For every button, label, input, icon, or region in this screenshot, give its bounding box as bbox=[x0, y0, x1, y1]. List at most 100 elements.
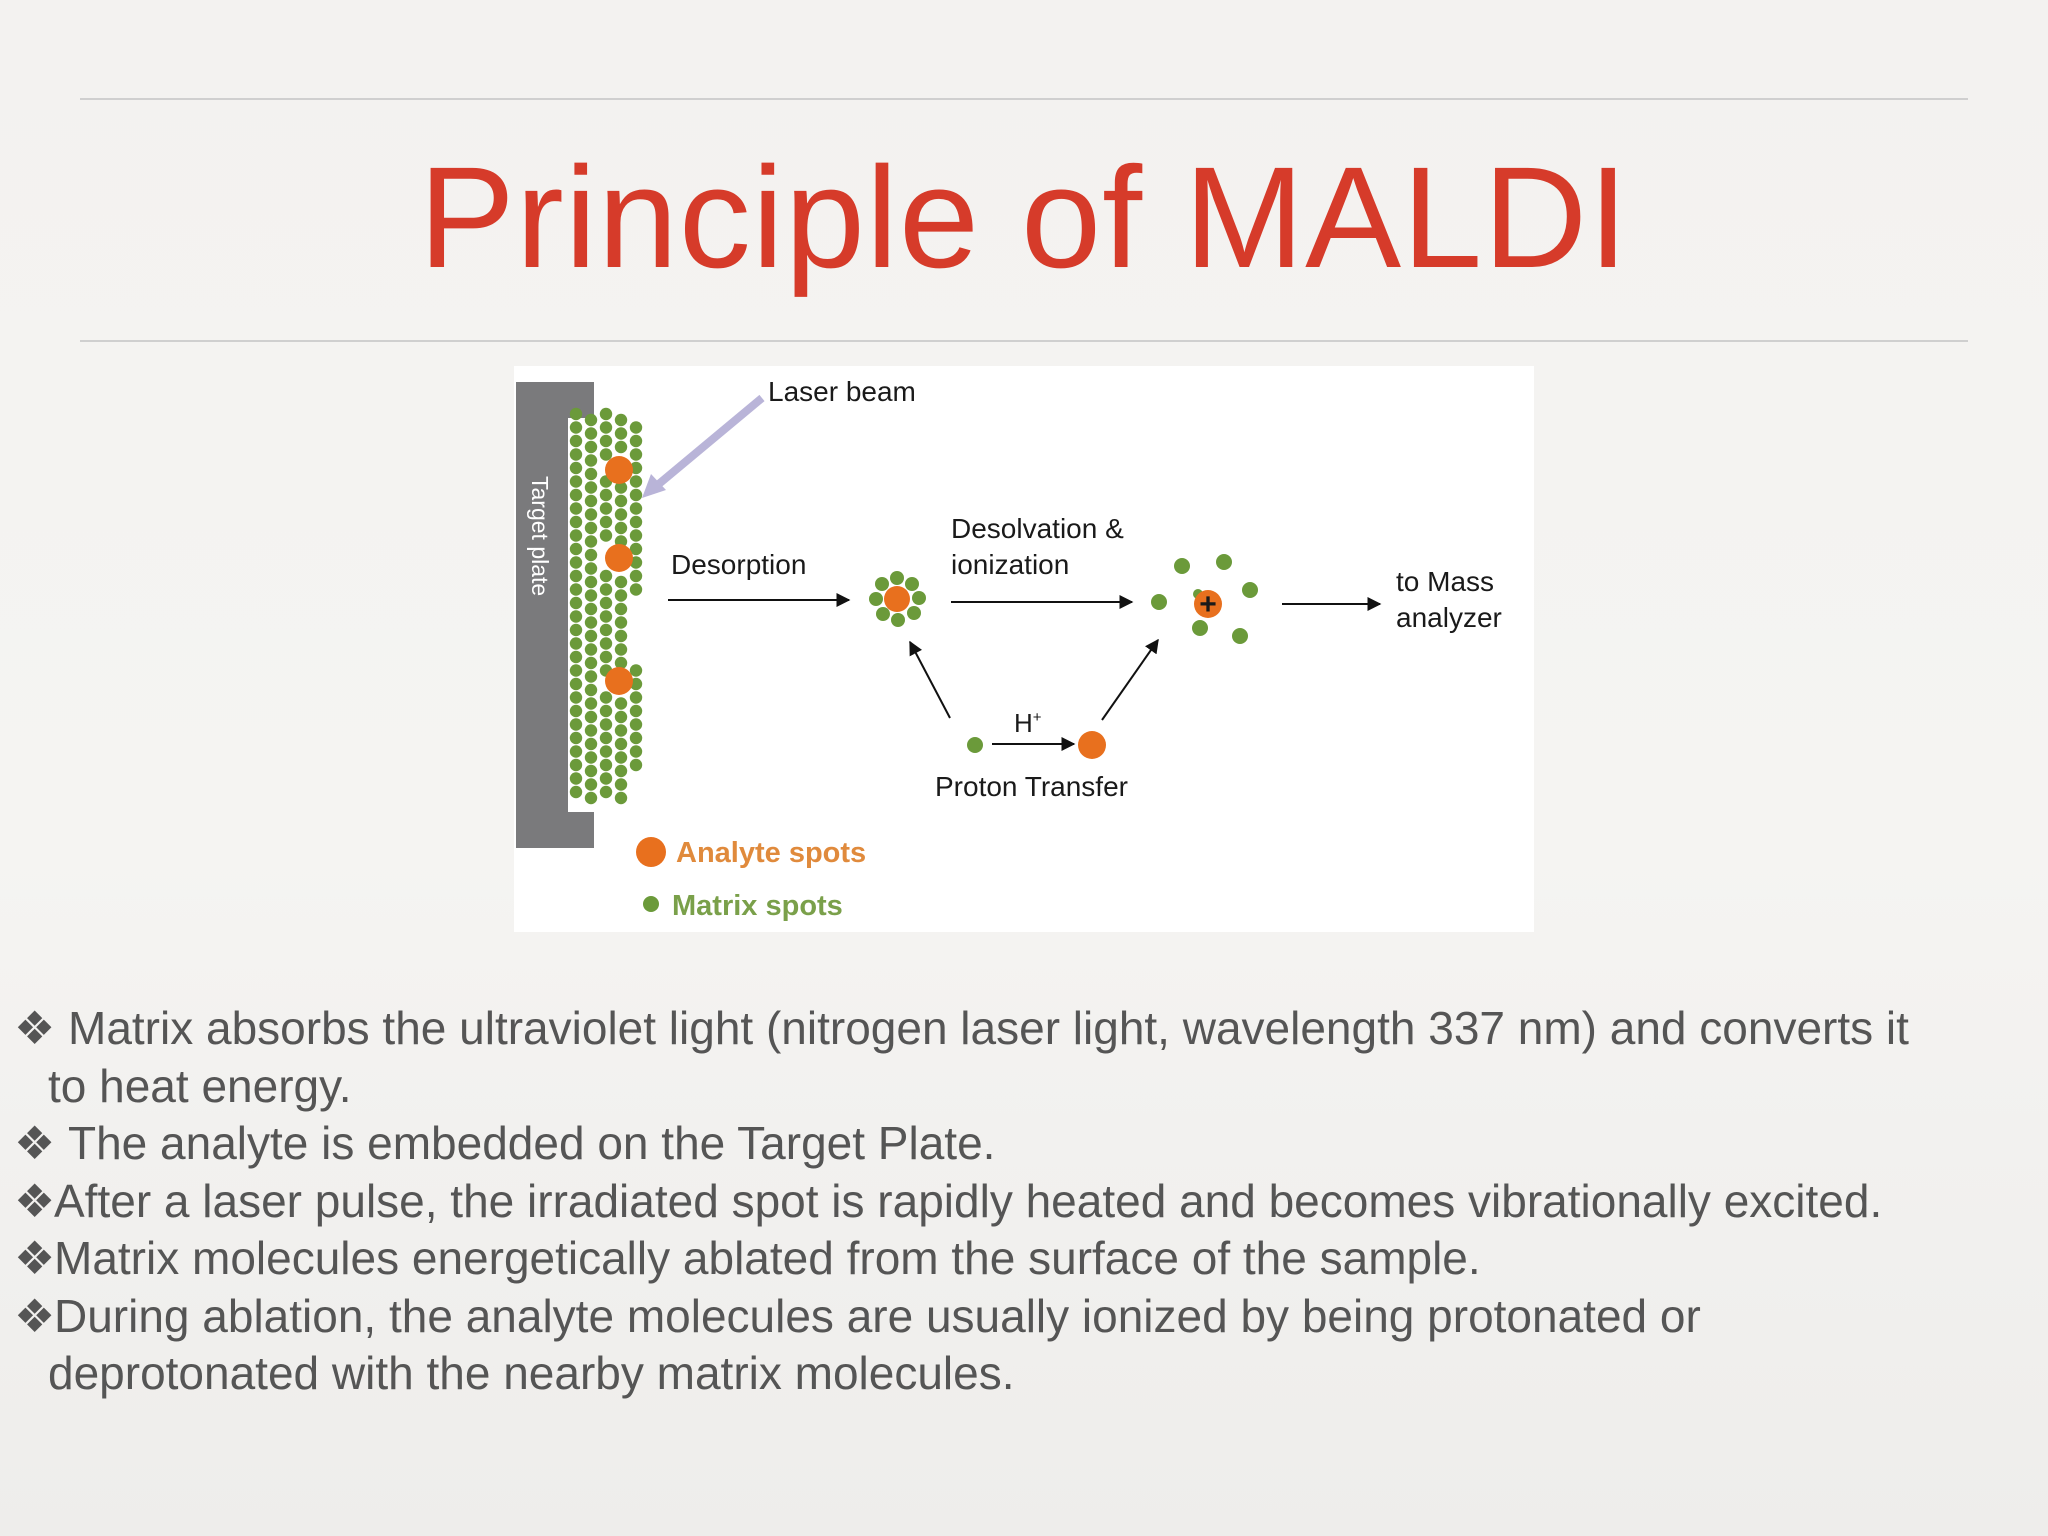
matrix-spot bbox=[599, 407, 613, 421]
matrix-spot bbox=[614, 616, 628, 629]
matrix-spot bbox=[569, 583, 583, 596]
matrix-spot bbox=[599, 623, 613, 637]
matrix-spot bbox=[584, 683, 598, 697]
analyte-spot bbox=[1078, 731, 1106, 759]
bullet-text: After a laser pulse, the irradiated spot… bbox=[54, 1174, 1883, 1227]
matrix-spot bbox=[569, 704, 583, 718]
matrix-spot bbox=[614, 764, 628, 778]
bullet-list: ❖ Matrix absorbs the ultraviolet light (… bbox=[14, 1000, 2024, 1403]
matrix-spot bbox=[614, 602, 628, 616]
matrix-spot bbox=[614, 791, 628, 805]
matrix-spot bbox=[599, 488, 613, 502]
matrix-spot bbox=[629, 583, 643, 596]
matrix-spot bbox=[584, 548, 598, 562]
matrix-spot bbox=[569, 421, 583, 434]
matrix-spot bbox=[584, 602, 598, 616]
target-plate-label: Target plate bbox=[527, 476, 553, 596]
matrix-spot bbox=[614, 656, 628, 670]
bullet-text: During ablation, the analyte molecules a… bbox=[54, 1289, 1701, 1342]
matrix-spot bbox=[584, 440, 598, 454]
matrix-spot bbox=[584, 629, 598, 643]
matrix-spot bbox=[569, 434, 583, 448]
matrix-spot bbox=[614, 710, 628, 724]
matrix-spot bbox=[599, 718, 613, 731]
matrix-spot bbox=[569, 407, 583, 421]
matrix-spot bbox=[614, 589, 628, 602]
matrix-spot bbox=[599, 758, 613, 772]
matrix-spot bbox=[614, 697, 628, 710]
matrix-spot bbox=[569, 542, 583, 556]
matrix-spot bbox=[599, 434, 613, 448]
matrix-spot bbox=[629, 758, 643, 772]
matrix-spot bbox=[584, 656, 598, 670]
matrix-spot bbox=[599, 704, 613, 718]
matrix-spot bbox=[569, 556, 583, 569]
diamond-bullet-icon: ❖ bbox=[14, 1174, 56, 1227]
matrix-spot bbox=[614, 778, 628, 791]
matrix-spot bbox=[599, 448, 613, 461]
matrix-spot bbox=[614, 413, 628, 427]
laser-beam-arrowhead bbox=[642, 474, 666, 498]
bullet-item-continuation: to heat energy. bbox=[14, 1058, 2024, 1116]
matrix-spot bbox=[629, 515, 643, 529]
h-plus-label: H+ bbox=[1014, 708, 1042, 738]
matrix-spot bbox=[569, 475, 583, 488]
bullet-item: ❖ Matrix absorbs the ultraviolet light (… bbox=[14, 1000, 2024, 1058]
matrix-spot bbox=[1232, 628, 1248, 644]
matrix-spot bbox=[569, 596, 583, 610]
matrix-spot bbox=[599, 745, 613, 758]
matrix-spot bbox=[569, 650, 583, 664]
diamond-bullet-icon: ❖ bbox=[14, 1232, 56, 1284]
matrix-spot bbox=[584, 413, 598, 427]
matrix-spot bbox=[912, 591, 926, 605]
plus-sign: + bbox=[1199, 588, 1217, 621]
matrix-spot bbox=[569, 731, 583, 745]
matrix-spot bbox=[629, 664, 643, 677]
legend-analyte-swatch bbox=[636, 837, 666, 867]
bullet-item: ❖ During ablation, the analyte molecules… bbox=[14, 1288, 2024, 1346]
analyte-spot bbox=[605, 544, 633, 572]
analyte-spot bbox=[605, 456, 633, 484]
matrix-spot bbox=[569, 610, 583, 623]
maldi-diagram: Target plate Laser beam Desorption Desol… bbox=[514, 366, 1534, 932]
matrix-spot bbox=[569, 569, 583, 583]
laser-beam-arrow bbox=[651, 394, 765, 492]
bullet-text-continuation: deprotonated with the nearby matrix mole… bbox=[48, 1347, 1015, 1399]
matrix-spot bbox=[569, 515, 583, 529]
matrix-spot bbox=[891, 613, 905, 627]
matrix-spot bbox=[569, 772, 583, 785]
matrix-spot bbox=[629, 502, 643, 515]
matrix-spot bbox=[584, 737, 598, 751]
proton-up-arrow-left bbox=[909, 640, 951, 719]
matrix-spot bbox=[907, 606, 921, 620]
matrix-spot bbox=[584, 454, 598, 467]
legend-matrix-label: Matrix spots bbox=[672, 890, 843, 922]
matrix-spot bbox=[629, 718, 643, 731]
top-divider bbox=[80, 98, 1968, 100]
matrix-spot bbox=[584, 710, 598, 724]
matrix-spot bbox=[584, 481, 598, 494]
matrix-spot bbox=[629, 421, 643, 434]
bottom-divider bbox=[80, 340, 1968, 342]
matrix-spot bbox=[614, 751, 628, 764]
to-mass-label-line1: to Mass bbox=[1396, 566, 1494, 597]
matrix-spot bbox=[584, 494, 598, 508]
matrix-spot bbox=[629, 448, 643, 461]
matrix-spot bbox=[614, 737, 628, 751]
matrix-spot bbox=[629, 529, 643, 542]
matrix-spot bbox=[569, 745, 583, 758]
matrix-spot bbox=[584, 427, 598, 440]
matrix-spot bbox=[967, 737, 983, 753]
matrix-spot bbox=[599, 637, 613, 650]
matrix-spot bbox=[599, 610, 613, 623]
bullet-text: Matrix molecules energetically ablated f… bbox=[54, 1232, 1481, 1284]
bullet-item: ❖ After a laser pulse, the irradiated sp… bbox=[14, 1173, 2024, 1231]
laser-beam-label: Laser beam bbox=[768, 376, 916, 407]
matrix-spot bbox=[584, 575, 598, 589]
matrix-spot bbox=[569, 677, 583, 691]
matrix-spot bbox=[614, 427, 628, 440]
matrix-spot bbox=[584, 764, 598, 778]
legend-matrix-swatch bbox=[643, 896, 659, 912]
matrix-spot bbox=[584, 521, 598, 535]
matrix-spot bbox=[614, 629, 628, 643]
